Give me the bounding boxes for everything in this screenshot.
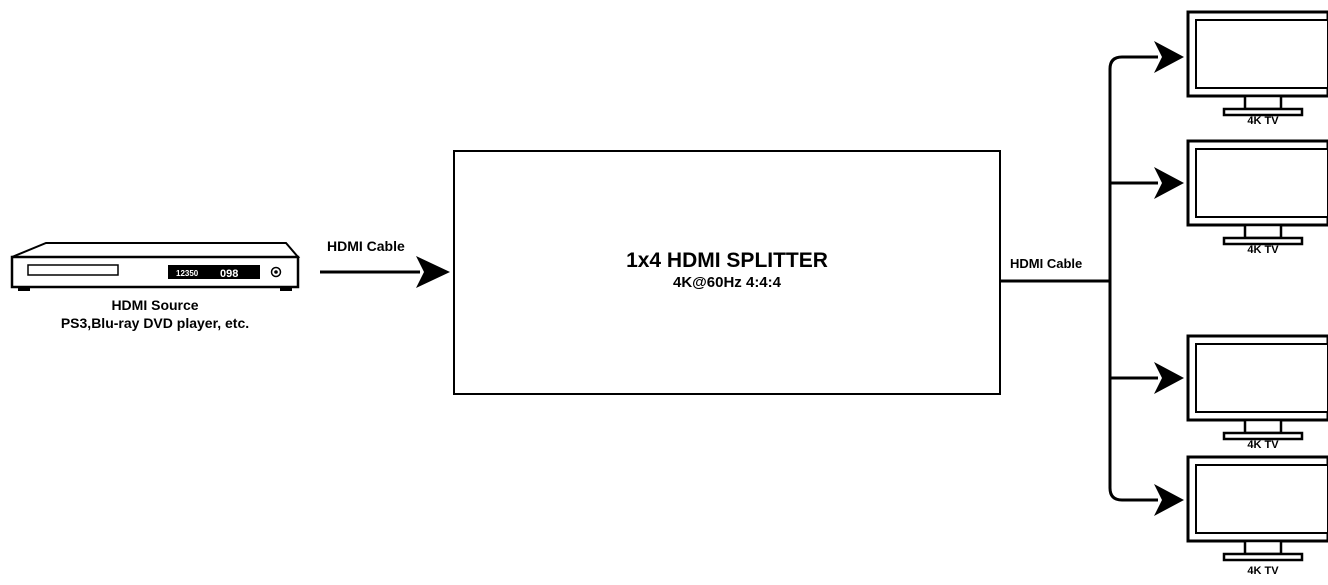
tv-label-1: 4K TV — [1247, 115, 1279, 127]
splitter-caption: 1x4 HDMI SPLITTER 4K@60Hz 4:4:4 — [454, 248, 1000, 292]
display-readout-large: 098 — [220, 268, 238, 280]
tv-monitor-1 — [1186, 10, 1328, 117]
tv-label-4: 4K TV — [1247, 565, 1279, 577]
hdmi-source-device: 12350 098 — [10, 242, 301, 291]
input-cable-arrowhead — [416, 256, 450, 288]
device-top-face — [11, 242, 301, 258]
splitter-subtitle: 4K@60Hz 4:4:4 — [672, 274, 781, 291]
splitter-title: 1x4 HDMI SPLITTER — [626, 249, 828, 272]
tv-monitor-4 — [1186, 455, 1328, 562]
output-arrowhead-2 — [1154, 167, 1184, 199]
output-cable-label: HDMI Cable — [1010, 256, 1083, 271]
splitter-box — [453, 150, 1001, 395]
display-readout-small: 12350 — [176, 269, 199, 278]
source-caption: HDMI Source PS3,Blu-ray DVD player, etc. — [40, 296, 270, 332]
device-display-panel — [168, 265, 260, 279]
source-label-line2: PS3,Blu-ray DVD player, etc. — [60, 315, 250, 331]
source-label-line1: HDMI Source — [111, 297, 199, 313]
output-arrowhead-3 — [1154, 362, 1184, 394]
tv-label-2: 4K TV — [1247, 244, 1279, 256]
output-arrowhead-4 — [1154, 484, 1184, 516]
output-arrowhead-1 — [1154, 41, 1184, 73]
device-foot-right — [280, 287, 292, 291]
tv-label-3: 4K TV — [1247, 439, 1279, 451]
output-bus-line — [1108, 55, 1158, 502]
tv-monitor-2 — [1186, 139, 1328, 246]
device-foot-left — [18, 287, 30, 291]
input-cable-label: HDMI Cable — [327, 238, 405, 254]
tv-monitor-3 — [1186, 334, 1328, 441]
power-button-dot — [274, 270, 278, 274]
disc-slot — [27, 264, 119, 276]
